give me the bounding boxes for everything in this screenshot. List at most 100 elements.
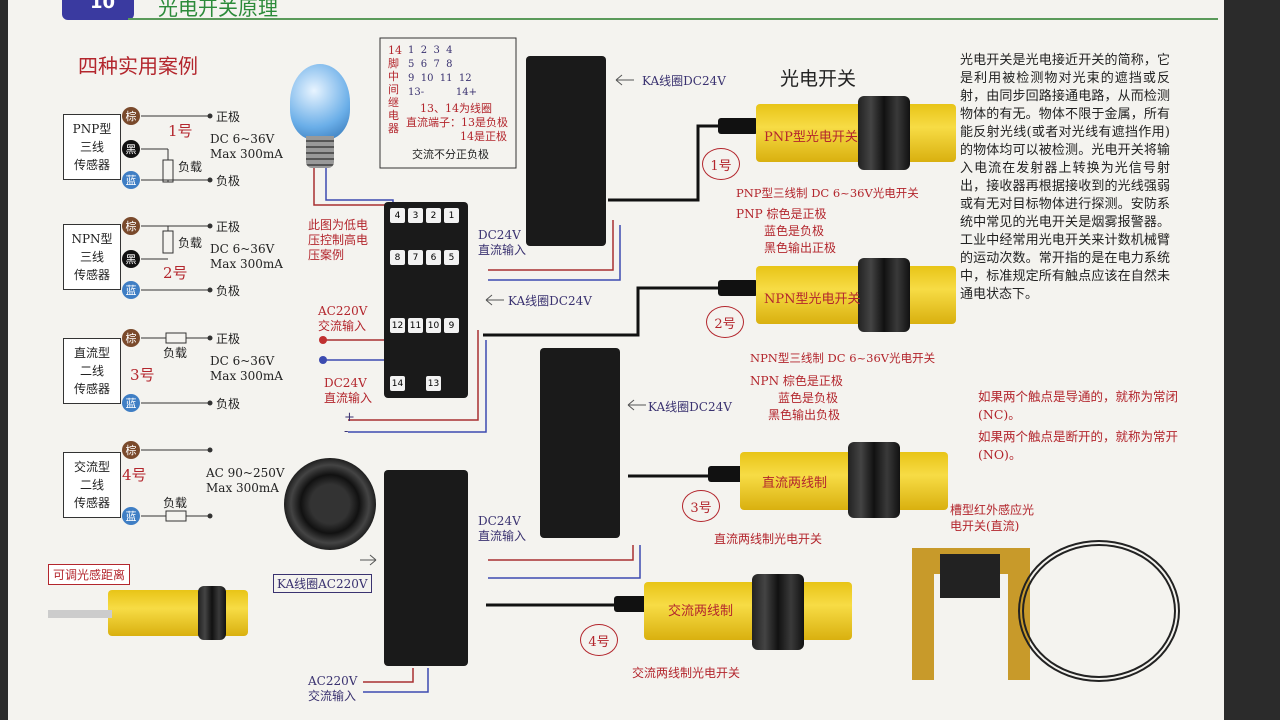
relay-legend-note4: 交流不分正负极	[412, 148, 489, 161]
sensor-box-pnp: PNP型 三线 传感器	[63, 114, 121, 180]
ka-label-3: KA线圈DC24V	[648, 400, 732, 414]
sensor2-label: NPN型光电开关	[764, 292, 861, 307]
sensor4-cable	[614, 596, 648, 612]
right-title: 光电开关	[780, 68, 857, 90]
sensor4-label: 交流两线制	[668, 604, 734, 619]
spec-2b: Max 300mA	[210, 257, 283, 271]
ka-label-2: KA线圈DC24V	[508, 294, 592, 308]
sensor4-body	[644, 582, 852, 640]
label-load-3: 负载	[163, 346, 188, 360]
nc-text: 如果两个触点是导通的，就称为常闭(NC)。	[978, 389, 1179, 422]
dc24-top: DC24V 直流输入	[478, 228, 527, 257]
wire-black-1: 黑	[122, 140, 140, 158]
relay-legend-row: 13- 14+	[408, 87, 477, 98]
sensor3-number: 3号	[682, 490, 720, 522]
wire-blue-3: 蓝	[122, 394, 140, 412]
wire-brown-4: 棕	[122, 441, 140, 459]
relay-legend-vertical: 14 脚 中 间 继 电 器	[388, 44, 402, 135]
relay-legend-row: 1 2 3 4	[408, 45, 453, 56]
spec-4a: AC 90~250V	[206, 466, 285, 480]
label-pos-3: 正极	[216, 332, 241, 346]
sensor2-body	[756, 266, 956, 324]
lamp-note: 此图为低电 压控制高电 压案例	[308, 218, 369, 262]
sensor-box-dc2: 直流型 二线 传感器	[63, 338, 121, 404]
label-load-4: 负载	[163, 496, 188, 510]
label-load-2: 负载	[178, 236, 203, 250]
relay-terminal: 13	[426, 376, 441, 391]
sensor4-caption: 交流两线制光电开关	[632, 666, 741, 680]
round-sensor-photo	[284, 458, 376, 550]
description-text: 光电开关是光电接近开关的简称，它是利用被检测物对光束的遮挡或反射，由同步回路接通…	[960, 53, 1170, 302]
wire-brown-3: 棕	[122, 329, 140, 347]
relay-bottom	[384, 470, 468, 666]
num-3: 3号	[130, 366, 155, 384]
relay-1	[384, 202, 468, 398]
wire-blue-1: 蓝	[122, 171, 140, 189]
relay-terminal: 6	[426, 250, 441, 265]
sensor1-l3: 黑色输出正极	[764, 241, 837, 255]
ka-label-ac: KA线圈AC220V	[273, 574, 372, 593]
sensor4-nut	[752, 574, 804, 650]
slot-sensor-label: 槽型红外感应光 电开关(直流)	[950, 503, 1035, 533]
header-number: 10	[90, 0, 116, 13]
ac220-input-2: AC220V 交流输入	[308, 674, 358, 703]
relay-1-terminals: 4 3 2 1 8 7 6 5 12 11 10 9 14 13	[388, 206, 464, 394]
sensor-box-npn: NPN型 三线 传感器	[63, 224, 121, 290]
relay-legend-note1: 13、14为线圈	[420, 102, 492, 115]
sensor1-body	[756, 104, 956, 162]
adjustable-sensor-photo	[48, 586, 278, 640]
sensor1-nut	[858, 96, 910, 170]
sensor3-body	[740, 452, 948, 510]
sensor1-l1: PNP 棕色是正极	[736, 207, 827, 221]
header-title: 光电开关原理	[158, 0, 278, 20]
label-load-1: 负载	[178, 160, 203, 174]
label-pos-1: 正极	[216, 110, 241, 124]
relay-terminal: 9	[444, 318, 459, 333]
dc24-input-1: DC24V 直流输入	[324, 376, 373, 405]
label-neg-2: 负极	[216, 284, 241, 298]
relay-terminal: 14	[390, 376, 405, 391]
wiring-diagram	[141, 37, 720, 693]
wire-brown-2: 棕	[122, 217, 140, 235]
sensor3-label: 直流两线制	[762, 476, 828, 491]
label-neg-1: 负极	[216, 174, 241, 188]
relay-legend-row: 5 6 7 8	[408, 59, 453, 70]
sensor1-cable	[718, 118, 758, 134]
relay-terminal: 3	[408, 208, 423, 223]
wire-blue-2: 蓝	[122, 281, 140, 299]
plus-sign: +	[344, 410, 355, 425]
sensor1-label: PNP型光电开关	[764, 130, 858, 145]
num-4: 4号	[122, 466, 147, 484]
label-neg-3: 负极	[216, 397, 241, 411]
relay-terminal: 11	[408, 318, 423, 333]
textbook-page: 10 光电开关原理 四种实用案例	[8, 0, 1224, 720]
relay-mid	[540, 348, 620, 538]
sensor3-caption: 直流两线制光电开关	[714, 532, 823, 546]
header-line	[128, 18, 1218, 20]
coiled-cable	[1018, 540, 1180, 682]
ac220-input-1: AC220V 交流输入	[318, 304, 368, 333]
sensor4-number: 4号	[580, 624, 618, 656]
minus-sign: -	[344, 424, 349, 439]
sensor1-l2: 蓝色是负极	[764, 224, 825, 238]
wire-brown-1: 棕	[122, 107, 140, 125]
sensor2-caption: NPN型三线制 DC 6~36V光电开关	[750, 351, 936, 365]
relay-legend-row: 9 10 11 12	[408, 73, 472, 84]
relay-terminal: 2	[426, 208, 441, 223]
spec-2a: DC 6~36V	[210, 242, 275, 256]
relay-legend-note2: 直流端子：13是负极	[406, 116, 508, 129]
relay-terminal: 5	[444, 250, 459, 265]
no-text: 如果两个触点是断开的，就称为常开(NO)。	[978, 429, 1179, 462]
relay-legend-note3: 14是正极	[460, 130, 507, 143]
relay-top	[526, 56, 606, 246]
num-2: 2号	[163, 264, 188, 282]
ka-label-1: KA线圈DC24V	[642, 74, 726, 88]
sensor1-caption: PNP型三线制 DC 6~36V光电开关	[736, 186, 919, 200]
section-title: 四种实用案例	[78, 54, 198, 78]
wire-black-2: 黑	[122, 250, 140, 268]
spec-3b: Max 300mA	[210, 369, 283, 383]
sensor2-l3: 黑色输出负极	[768, 408, 841, 422]
spec-3a: DC 6~36V	[210, 354, 275, 368]
spec-4b: Max 300mA	[206, 481, 279, 495]
num-1: 1号	[168, 122, 193, 140]
